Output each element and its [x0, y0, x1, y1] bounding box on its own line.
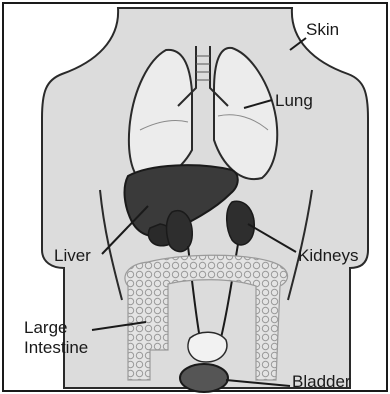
label-large-intestine-line2: Intestine [24, 338, 88, 357]
label-large-intestine-line1: Large [24, 318, 67, 337]
label-bladder: Bladder [292, 372, 351, 391]
left-kidney [167, 211, 193, 252]
bladder-upper-sac [188, 332, 227, 362]
bladder [180, 364, 228, 392]
label-liver: Liver [54, 246, 91, 265]
label-lung: Lung [275, 91, 313, 110]
label-skin: Skin [306, 20, 339, 39]
label-kidneys: Kidneys [298, 246, 358, 265]
